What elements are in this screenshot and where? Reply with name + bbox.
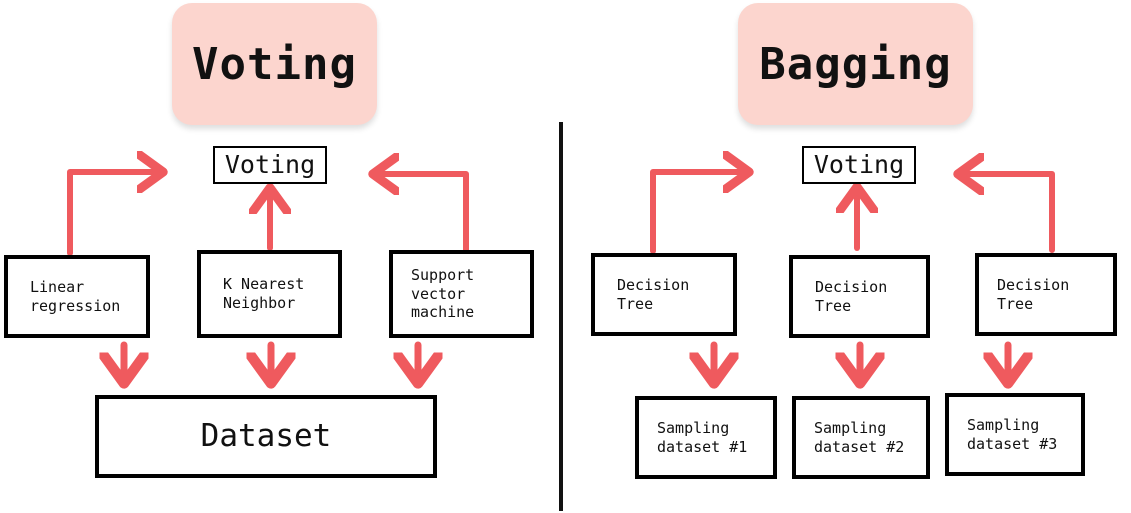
- sampling-dataset-box-2: Sampling dataset #2: [792, 396, 930, 479]
- model-box-support-vector-machine: Support vector machine: [389, 250, 534, 338]
- panel-header-voting: Voting: [172, 3, 377, 125]
- model-box-decision-tree-2: Decision Tree: [789, 255, 930, 338]
- panel-divider: [559, 122, 563, 511]
- arrow-decision-tree-3-to-voting: [965, 174, 1055, 253]
- panel-header-bagging: Bagging: [738, 3, 973, 125]
- aggregator-box-voting-right: Voting: [802, 146, 916, 184]
- model-box-linear-regression: Linear regression: [4, 255, 150, 338]
- aggregator-box-voting-left: Voting: [213, 146, 327, 184]
- arrow-linear-regression-to-voting: [67, 172, 156, 256]
- arrow-svm-to-voting: [380, 174, 469, 253]
- sampling-dataset-box-1: Sampling dataset #1: [635, 396, 777, 479]
- sampling-dataset-box-3: Sampling dataset #3: [945, 393, 1085, 476]
- model-box-decision-tree-1: Decision Tree: [591, 253, 737, 336]
- model-box-decision-tree-3: Decision Tree: [975, 253, 1117, 336]
- dataset-box: Dataset: [95, 395, 437, 478]
- model-box-k-nearest-neighbor: K Nearest Neighbor: [197, 250, 342, 338]
- arrow-decision-tree-1-to-voting: [650, 172, 742, 254]
